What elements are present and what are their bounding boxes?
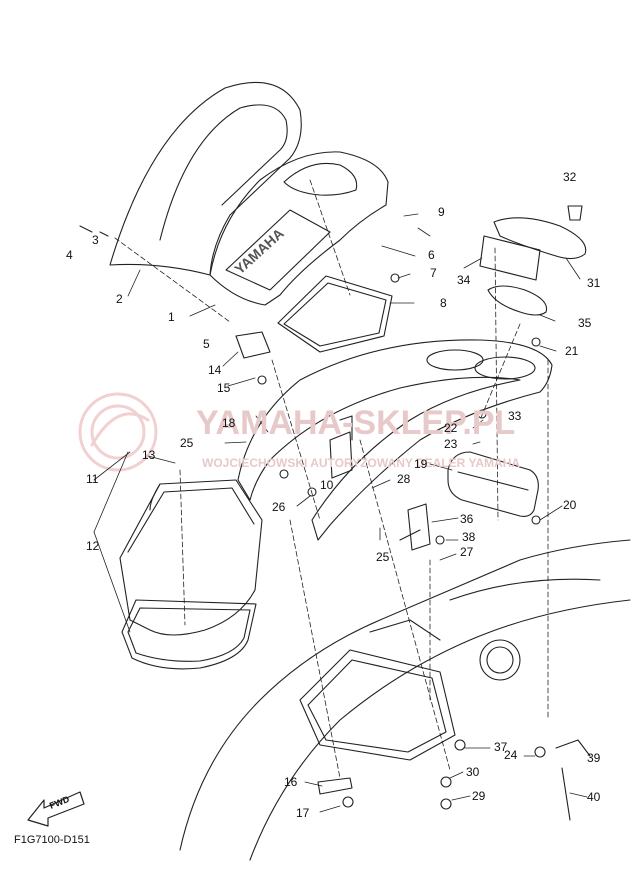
bolt-icon (79, 225, 546, 810)
callout-15: 15 (217, 381, 231, 395)
part-35-pad (487, 285, 548, 316)
part-8-gasket (277, 275, 393, 353)
callout-32: 32 (563, 170, 577, 184)
callout-2: 2 (116, 292, 123, 306)
callout-38: 38 (462, 530, 476, 544)
watermark-brand: YAMAHA-SKLEP.PL (196, 404, 516, 442)
part-19-tray (447, 451, 539, 517)
diagram-code: F1G7100-D151 (14, 834, 90, 846)
callout-17: 17 (296, 806, 310, 820)
part-14-bracket (235, 331, 271, 359)
callout-18: 18 (222, 416, 236, 430)
callout-7: 7 (430, 266, 437, 280)
callout-12: 12 (86, 539, 100, 553)
callout-35: 35 (578, 316, 592, 330)
watermark-tagline: WOJCIECHOWSKI AUTORYZOWANY DEALER YAMAHA (202, 456, 521, 470)
watermark-logo-icon (78, 392, 158, 472)
callout-11: 11 (86, 472, 99, 486)
callout-1: 1 (168, 310, 175, 324)
callout-28: 28 (397, 472, 411, 486)
fwd-arrow-icon (27, 791, 85, 827)
callout-22: 22 (444, 421, 458, 435)
part-2-cover (109, 81, 302, 276)
callout-4: 4 (66, 248, 73, 262)
callout-25a: 25 (180, 436, 194, 450)
callout-36: 36 (460, 512, 474, 526)
part-34-strap (479, 235, 541, 281)
callout-24: 24 (504, 748, 518, 762)
callout-9: 9 (438, 205, 445, 219)
callout-6: 6 (428, 248, 435, 262)
part-39-bracket (555, 739, 591, 757)
callout-16: 16 (284, 775, 298, 789)
part-1-front-cover (209, 151, 389, 306)
callout-20: 20 (563, 498, 577, 512)
part-18-frame (237, 339, 553, 541)
callout-26: 26 (272, 500, 286, 514)
callout-10: 10 (320, 478, 334, 492)
callout-31: 31 (587, 276, 601, 290)
callout-14: 14 (208, 363, 222, 377)
callout-27: 27 (460, 545, 474, 559)
callout-30: 30 (466, 765, 480, 779)
part-32-clip (567, 205, 583, 221)
callout-23: 23 (444, 437, 458, 451)
callout-39: 39 (587, 751, 601, 765)
part-11-bucket (119, 479, 263, 636)
callout-25b: 25 (376, 550, 390, 564)
callout-21: 21 (565, 344, 579, 358)
callout-40: 40 (587, 790, 601, 804)
fwd-label: FWD (48, 794, 71, 811)
callout-13: 13 (142, 448, 156, 462)
hull-brand-label: YAMAHA (231, 225, 286, 277)
part-10-plate (329, 415, 353, 479)
part-16-bracket (317, 777, 353, 795)
callout-33: 33 (508, 409, 522, 423)
part-40-rod (561, 767, 571, 821)
part-36-latch (399, 503, 431, 551)
callout-8: 8 (440, 296, 447, 310)
callout-34: 34 (457, 273, 471, 287)
callout-29: 29 (472, 789, 486, 803)
part-12-gasket (121, 599, 257, 670)
callout-19: 19 (414, 457, 428, 471)
callout-5: 5 (203, 337, 210, 351)
callout-3: 3 (92, 233, 99, 247)
hull-outline (179, 539, 631, 861)
callout-37: 37 (494, 740, 508, 754)
